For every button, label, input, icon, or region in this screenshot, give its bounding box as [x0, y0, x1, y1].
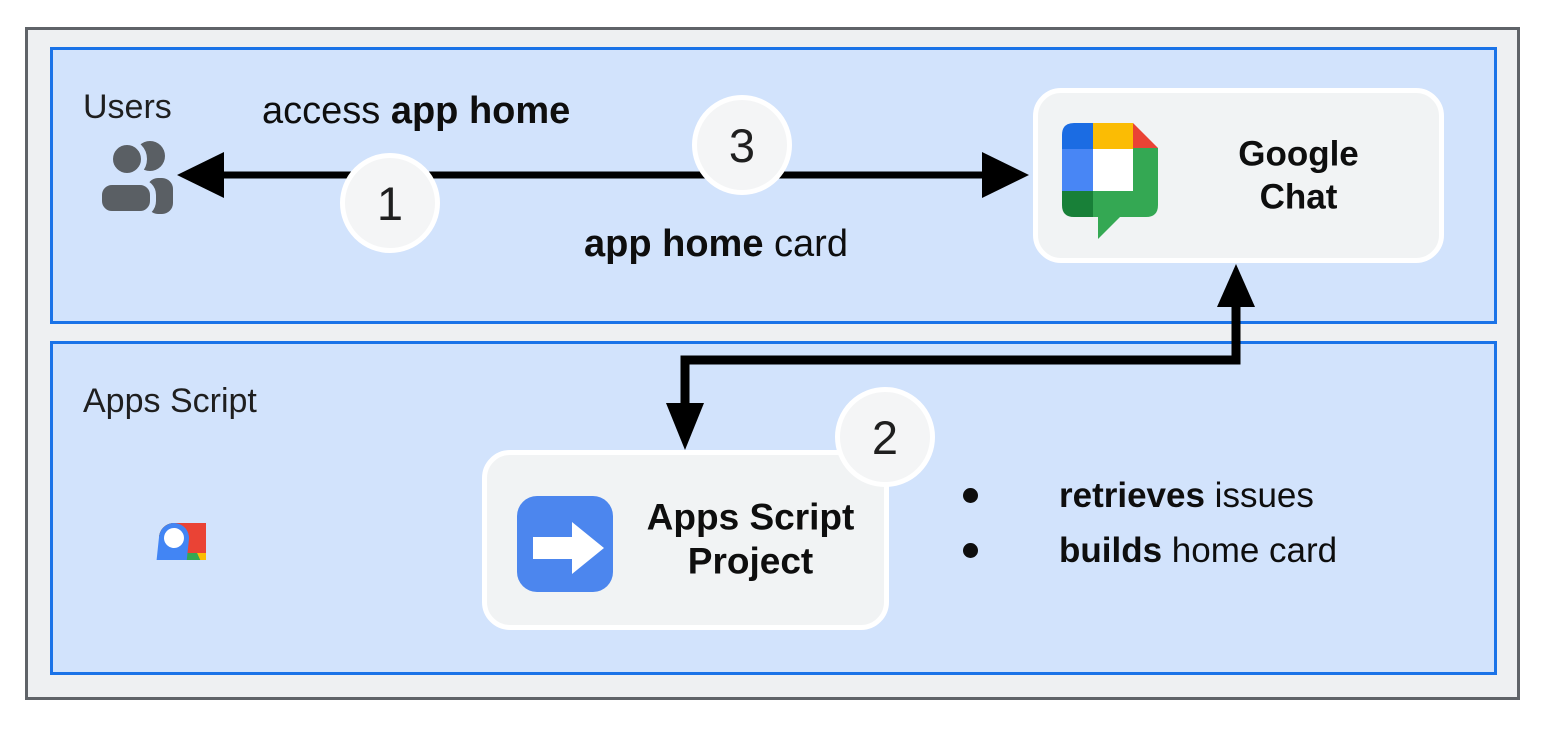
google-chat-node-label-line1: Google	[1238, 133, 1359, 173]
bullet-icon	[963, 543, 978, 558]
google-chat-node-label: Google Chat	[1166, 132, 1431, 220]
google-chat-icon	[1062, 123, 1158, 239]
apps-script-logo-blue-pill	[149, 523, 189, 560]
users-icon	[96, 139, 173, 216]
app-home-card-label-normal: card	[763, 223, 848, 265]
access-app-home-label-bold: app home	[390, 90, 571, 132]
step-badge-1: 1	[340, 153, 440, 253]
note-text: builds home card	[1059, 531, 1337, 571]
apps-script-logo	[149, 523, 206, 560]
apps-script-lane-label: Apps Script	[83, 382, 257, 420]
google-chat-node: Google Chat	[1033, 88, 1444, 263]
note-text-bold: builds	[1059, 530, 1163, 570]
list-item: retrieves issues	[963, 468, 1337, 523]
list-item: builds home card	[963, 523, 1337, 578]
app-home-card-label: app home card	[584, 223, 848, 266]
note-text: retrieves issues	[1059, 476, 1314, 516]
arrow-right-icon	[517, 496, 613, 592]
access-app-home-label-normal: access	[262, 90, 391, 132]
note-text-rest: home card	[1162, 530, 1338, 570]
notes-list: retrieves issues builds home card	[963, 468, 1337, 578]
note-text-rest: issues	[1204, 475, 1314, 515]
apps-script-project-node-label: Apps Script Project	[623, 496, 878, 585]
note-text-bold: retrieves	[1059, 475, 1205, 515]
users-lane-label: Users	[83, 88, 172, 126]
apps-script-project-node: Apps Script Project	[482, 450, 889, 630]
bullet-icon	[963, 488, 978, 503]
google-chat-node-label-line2: Chat	[1259, 177, 1338, 217]
app-home-card-label-bold: app home	[584, 223, 764, 265]
step-badge-2: 2	[835, 387, 935, 487]
access-app-home-label: access app home	[262, 90, 570, 133]
apps-script-project-node-label-line1: Apps Script	[646, 496, 855, 538]
step-badge-3: 3	[692, 95, 792, 195]
apps-script-project-node-label-line2: Project	[687, 541, 814, 582]
